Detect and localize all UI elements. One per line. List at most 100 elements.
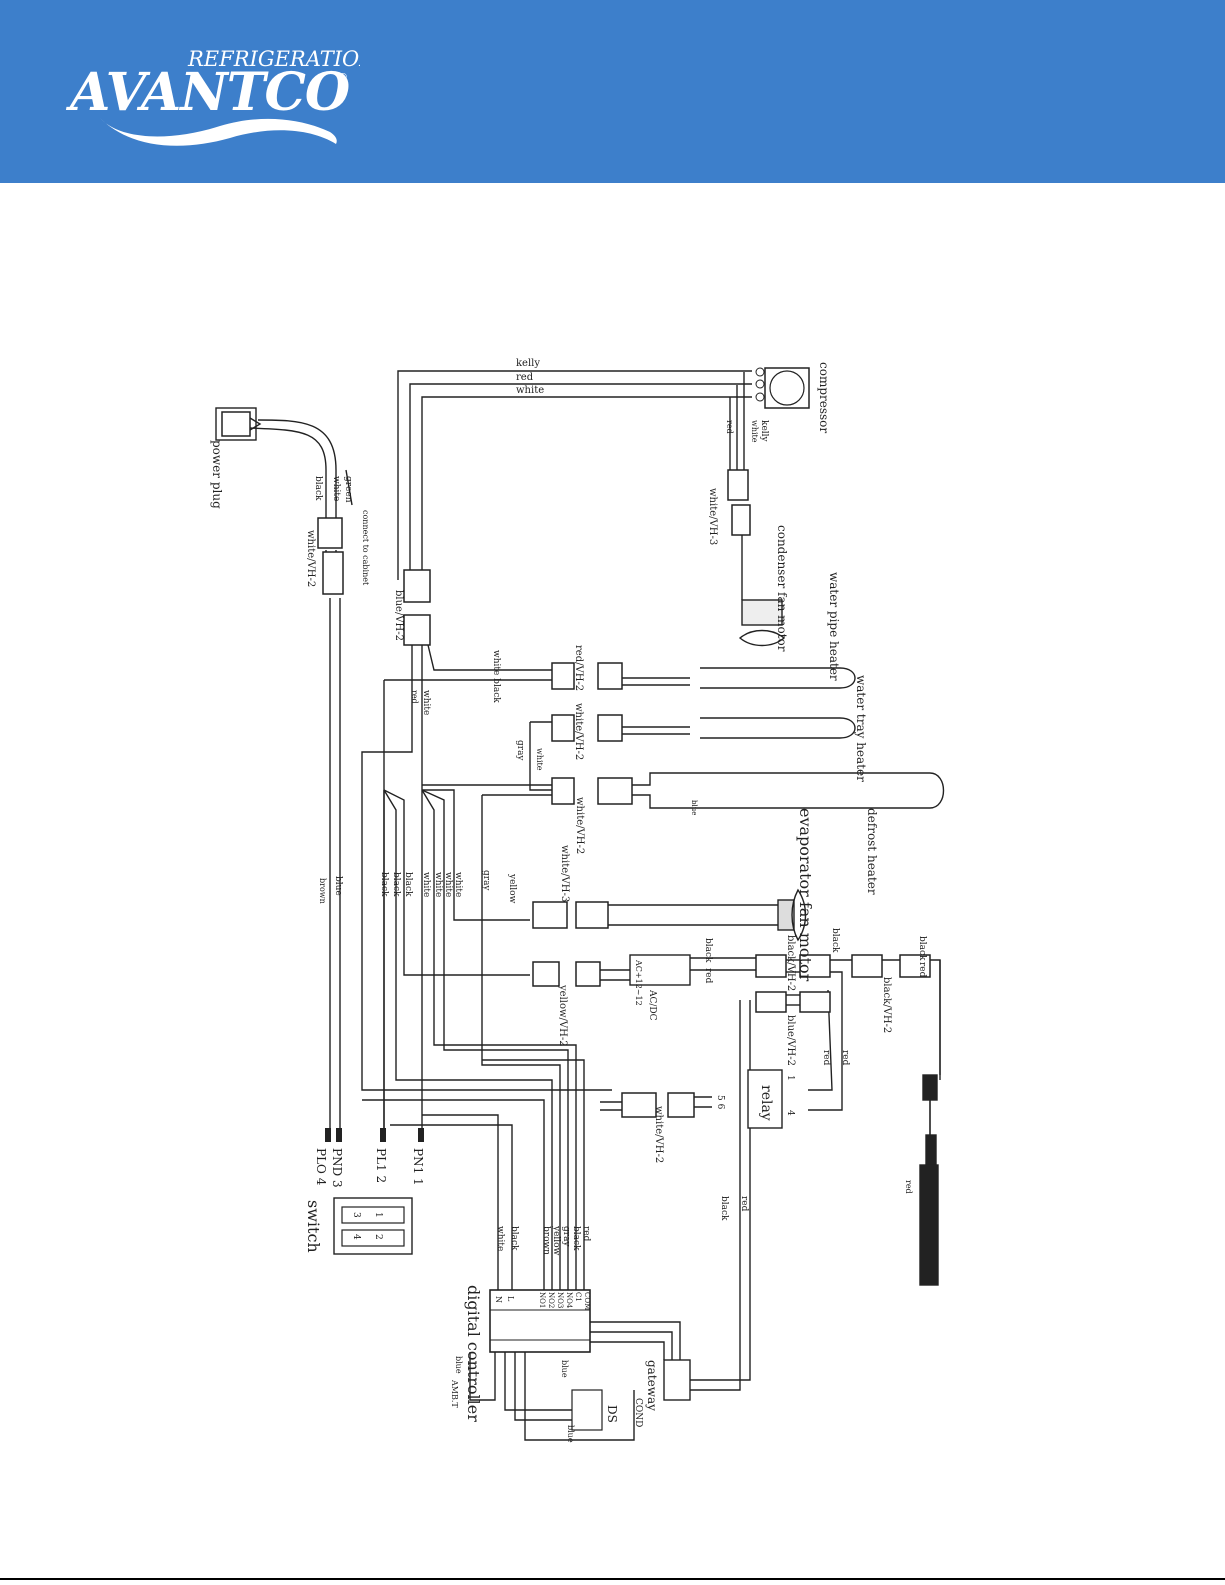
connector-label: white/VH-3 xyxy=(707,488,718,545)
wire-label: black xyxy=(313,476,323,501)
label-power-plug: power plug xyxy=(210,440,224,509)
wire-label: blue xyxy=(566,1425,575,1443)
wire-label: blue xyxy=(690,800,698,815)
label-cond: COND xyxy=(633,1398,643,1427)
wire-red-top xyxy=(409,383,752,580)
wire-label: red xyxy=(410,690,419,704)
wire-label: black xyxy=(703,938,713,963)
rocker-switch xyxy=(333,1197,413,1255)
label-acdc-rating: AC+12~12 xyxy=(634,959,643,1006)
connector-label: white/VH-2 xyxy=(305,530,316,587)
terminal-label: NO4 xyxy=(565,1292,573,1309)
label-switch: switch xyxy=(304,1200,323,1253)
digital-controller-box xyxy=(489,1289,591,1353)
wire-label: black xyxy=(509,1226,519,1251)
terminal-label: NO1 xyxy=(538,1292,546,1308)
wire-label: white xyxy=(421,690,431,715)
label-gateway: gateway xyxy=(645,1360,659,1411)
wire-label: red xyxy=(904,1180,913,1194)
evaporator-fan-icon xyxy=(777,888,807,942)
avantco-logo: REFRIGERATION AVANTCO ® xyxy=(65,47,360,146)
wire-label: white xyxy=(443,872,453,897)
label-water-pipe-heater: water pipe heater xyxy=(827,572,841,681)
connector-label: white/VH-2 xyxy=(573,703,584,760)
logo-swoosh xyxy=(100,118,337,146)
wire-label: white xyxy=(453,872,463,897)
wire-label: red xyxy=(821,1050,831,1066)
wire-label: red xyxy=(840,1050,850,1066)
wire-label-kelly: kelly xyxy=(516,358,540,369)
pin-label: PND 3 xyxy=(330,1148,344,1188)
logo-registered: ® xyxy=(338,72,348,83)
pin-label: PN1 1 xyxy=(411,1148,425,1186)
label-defrost-heater: defrost heater xyxy=(865,808,879,895)
condenser-fan-icon xyxy=(738,599,786,647)
wire-label: gray xyxy=(515,740,525,761)
wire-label: black xyxy=(830,928,840,953)
label-compressor: compressor xyxy=(817,362,831,433)
pin-label: 1 xyxy=(785,1075,795,1081)
wire-label: green xyxy=(343,476,353,503)
label-amb-t: AMB.T xyxy=(450,1379,459,1408)
connector-label: blue/VH-2 xyxy=(785,1015,796,1066)
pin-label: 2 xyxy=(373,1234,383,1240)
wire-label: white xyxy=(535,748,544,771)
pin-label: 4 xyxy=(785,1110,795,1116)
wire-label: yellow xyxy=(551,1225,561,1256)
label-evaporator-fan: evaporator fan motor xyxy=(796,808,815,982)
wire-label: gray xyxy=(481,870,491,891)
wire-label: black xyxy=(917,936,927,961)
wire-label: black xyxy=(403,872,413,897)
terminal-label: COM xyxy=(583,1292,591,1310)
gateway-box xyxy=(663,1359,691,1401)
wire-label: white xyxy=(750,420,759,443)
acdc-box xyxy=(629,954,691,986)
pin-label: PL1 2 xyxy=(374,1148,388,1183)
wire-label: white xyxy=(421,872,431,897)
pin-label: 4 xyxy=(351,1234,361,1240)
connector-label: white/VH-3 xyxy=(559,845,570,902)
connector-label: black/VH-2 xyxy=(881,977,892,1033)
wire-label: blue xyxy=(454,1356,463,1374)
label-water-tray-heater: water tray heater xyxy=(854,675,868,782)
pin-label: PLO 4 xyxy=(314,1148,328,1186)
wire-label: white xyxy=(495,1226,505,1251)
brand-header: REFRIGERATION AVANTCO ® xyxy=(0,0,1225,183)
wire-kelly-top xyxy=(397,370,752,580)
label-digital-controller: digital controller xyxy=(464,1285,483,1422)
connector-label: black/VH-2 xyxy=(785,935,796,991)
label-acdc: AC/DC xyxy=(647,989,657,1021)
compressor-body xyxy=(755,367,810,409)
connector-label: yellow/VH-2 xyxy=(557,984,568,1047)
wire-label: white xyxy=(433,872,443,897)
label-ds: DS xyxy=(605,1405,619,1423)
connector-label: white/VH-2 xyxy=(653,1106,664,1163)
wire-label: brown xyxy=(318,878,327,904)
label-relay: relay xyxy=(758,1085,774,1121)
wire-white-top xyxy=(421,396,752,580)
pin-label: 3 xyxy=(351,1212,361,1218)
terminal-label: NO2 xyxy=(547,1292,555,1308)
wire-label: brown xyxy=(541,1226,551,1255)
terminal-label: C1 xyxy=(574,1292,582,1302)
page-bottom-rule xyxy=(0,1578,1225,1580)
wire-label: black xyxy=(571,1226,581,1251)
wire-label: black xyxy=(391,872,401,897)
connector-label: blue/VH-2 xyxy=(393,590,404,641)
wire-label: red xyxy=(739,1196,749,1212)
wire-label: black xyxy=(379,872,389,897)
logo-subtitle: REFRIGERATION xyxy=(187,47,360,71)
relay-box xyxy=(747,1069,783,1129)
label-condenser-fan: condenser fan motor xyxy=(775,525,789,652)
wire-label: red xyxy=(725,420,734,434)
wire-label-red: red xyxy=(516,372,534,383)
connector-label: white/VH-2 xyxy=(574,797,585,854)
label-connect-cabinet: connect to cabinet xyxy=(361,510,370,586)
logo-name: AVANTCO xyxy=(65,62,350,123)
wire-label: black xyxy=(719,1196,729,1221)
wire-label: yellow xyxy=(507,873,517,904)
wire-label: blue xyxy=(560,1360,569,1378)
terminal-label: N xyxy=(494,1296,503,1303)
connector-label: red/VH-2 xyxy=(573,645,584,691)
